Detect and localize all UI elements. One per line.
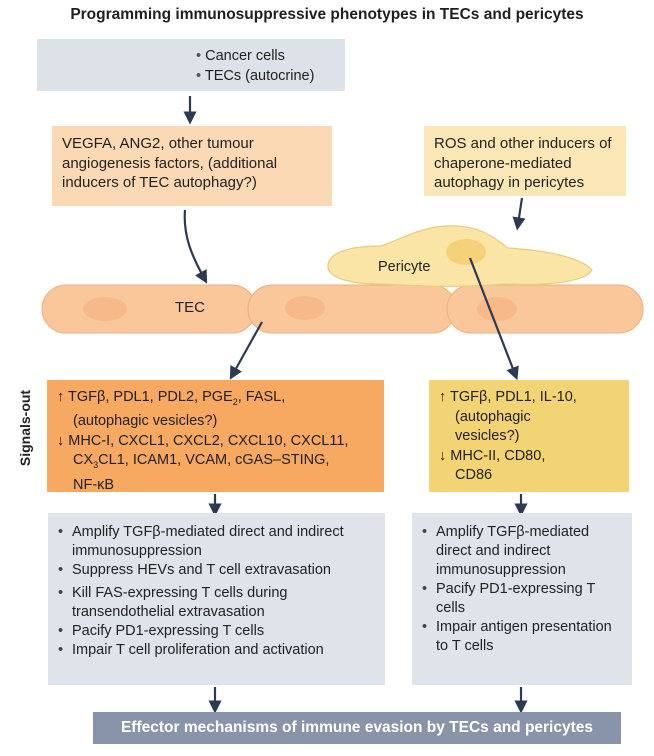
inducers-left-box: VEGFA, ANG2, other tumour angiogenesis f… bbox=[52, 126, 332, 206]
tec-nucleus-2 bbox=[285, 296, 325, 320]
inducers-right-box: ROS and other inducers of chaperone-medi… bbox=[424, 126, 626, 196]
effects-right-box: Amplify TGFβ-mediated direct and indirec… bbox=[412, 513, 632, 685]
arrow-inducers-to-pericyte bbox=[512, 197, 526, 231]
figure-title: Programming immunosuppressive phenotypes… bbox=[70, 6, 584, 23]
signals-right-down-2: CD86 bbox=[455, 467, 493, 483]
effect-right-item: Amplify TGFβ-mediated direct and indirec… bbox=[422, 523, 620, 580]
tec-nucleus-1 bbox=[83, 297, 127, 321]
signals-left-down: ↓ MHC-I, CXCL1, CXCL2, CXCL10, CXCL11, bbox=[57, 432, 349, 449]
arrow-tec-to-signals bbox=[229, 321, 263, 380]
effect-left-item: Kill FAS-expressing T cells during trans… bbox=[58, 584, 373, 622]
effect-left-item: Amplify TGFβ-mediated direct and indirec… bbox=[58, 523, 373, 561]
tec-cell-2 bbox=[247, 284, 457, 334]
signals-right-up-3: vesicles?) bbox=[455, 428, 520, 444]
signals-left-up-2: (autophagic vesicles?) bbox=[73, 413, 218, 430]
tec-label: TEC bbox=[175, 299, 205, 316]
signals-right-up-2: (autophagic bbox=[455, 408, 531, 425]
signals-left-down-3: NF-κB bbox=[73, 476, 115, 493]
source-tecs-autocrine: TECs (autocrine) bbox=[196, 66, 315, 86]
effect-left-item: Impair T cell proliferation and activati… bbox=[58, 641, 373, 660]
signals-right-up: ↑ TGFβ, PDL1, IL-10, bbox=[439, 389, 577, 405]
tec-nucleus-3 bbox=[477, 297, 517, 321]
source-cancer-cells: Cancer cells bbox=[196, 46, 314, 66]
signals-left-box: ↑ TGFβ, PDL1, PDL2, PGE2, FASL, (autopha… bbox=[47, 380, 384, 493]
signals-right-down: ↓ MHC-II, CD80, bbox=[439, 447, 546, 464]
pericyte-label: Pericyte bbox=[378, 259, 431, 275]
effect-right-item: Pacify PD1-expressing T cells bbox=[422, 580, 620, 618]
signals-left-down-2: CX3CL1, ICAM1, VCAM, cGAS–STING, bbox=[73, 452, 330, 471]
effect-right-item: Impair antigen presentation to T cells bbox=[422, 618, 620, 656]
signals-out-label: Signals-out bbox=[17, 389, 33, 467]
tec-cell-1 bbox=[41, 284, 257, 334]
arrow-inducers-to-tec bbox=[183, 209, 208, 284]
effect-left-item: Pacify PD1-expressing T cells bbox=[58, 622, 373, 641]
tec-cell-3 bbox=[446, 284, 644, 334]
footer-banner: Effector mechanisms of immune evasion by… bbox=[93, 712, 621, 744]
effect-left-item: Suppress HEVs and T cell extravasation bbox=[58, 561, 373, 580]
signals-right-box: ↑ TGFβ, PDL1, IL-10, (autophagic vesicle… bbox=[429, 380, 629, 492]
signals-left-up: ↑ TGFβ, PDL1, PDL2, PGE2, FASL, bbox=[57, 389, 286, 407]
source-list: Cancer cells TECs (autocrine) bbox=[196, 46, 315, 86]
effects-left-box: Amplify TGFβ-mediated direct and indirec… bbox=[48, 513, 385, 685]
pericyte-nucleus bbox=[446, 239, 486, 265]
arrow-pericyte-to-signals bbox=[468, 257, 519, 381]
